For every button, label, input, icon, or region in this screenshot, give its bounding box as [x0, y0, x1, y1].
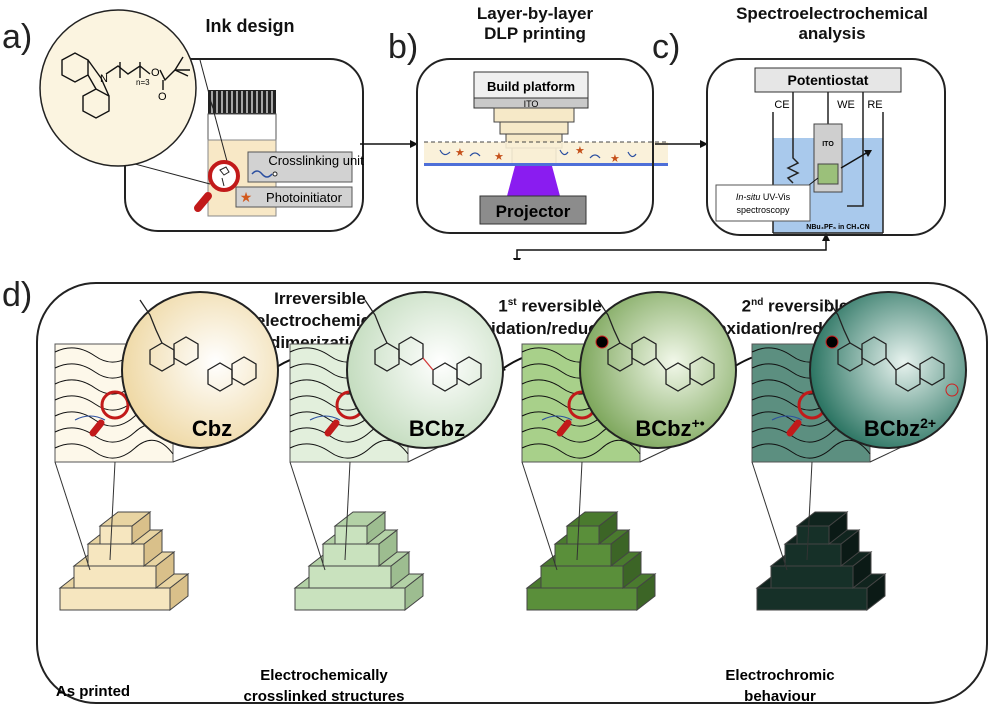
resin-photoinitiators: ★ ★ ★ ★ [455, 145, 620, 165]
panel-d-letter: d) [2, 276, 33, 314]
step-1-line1: Irreversible [274, 289, 366, 308]
crosslinking-label: Crosslinking unit [268, 153, 364, 168]
species-zoom-circle [579, 291, 737, 449]
panel-b-title-line2: DLP printing [484, 24, 586, 43]
panel-c-box [706, 58, 946, 236]
connector-c-d [516, 235, 827, 260]
caption-as-printed: As printed [56, 683, 130, 700]
panel-c-title-line2: analysis [798, 24, 866, 43]
monomer-zoom-circle: N n=3 O O [39, 9, 229, 185]
species-column-1: BCbz [289, 291, 504, 612]
species-zoom-circle [809, 291, 967, 449]
electrochemical-cell [715, 67, 902, 234]
caption-electrochromic-line1: Electrochromic [725, 667, 834, 684]
species-label: BCbz+• [635, 415, 704, 441]
crosslinking-unit-icon [251, 170, 273, 178]
panel-d-graphics: Cbz BCbz BCbz+• BCbz2+ As printed Electroch… [54, 291, 967, 705]
panel-a-letter: a) [2, 18, 33, 56]
panels-abc-graphics: N n=3 O O Crosslinking unit ★ Photoiniti… [39, 9, 902, 260]
electrolyte-label: NBu₄PF₆ in CH₃CN [806, 224, 869, 231]
molecule-structure [364, 299, 482, 392]
ito-label-c: ITO [822, 141, 834, 148]
positive-charge-icon [825, 335, 839, 349]
projector-label: Projector [496, 202, 571, 221]
panel-b-title: Layer-by-layer DLP printing [450, 4, 620, 44]
molecule-structure [597, 299, 715, 392]
caption-crosslinked-line2: crosslinked structures [244, 688, 405, 705]
printed-pyramid [755, 510, 887, 612]
step-1-line2: electrochemical [255, 311, 385, 330]
we-label: WE [837, 99, 855, 111]
panel-d-box [36, 282, 988, 704]
caption-crosslinked-line1: Electrochemically [260, 667, 388, 684]
potentiostat-label: Potentiostat [788, 72, 869, 88]
panel-c-title-line1: Spectroelectrochemical [736, 4, 928, 23]
panel-b-letter: b) [388, 28, 419, 66]
printed-pyramid [58, 510, 190, 612]
ito-label-b: ITO [524, 99, 539, 109]
species-column-0: Cbz [54, 291, 279, 612]
positive-charge-icon [595, 335, 609, 349]
positive-charge-icon [945, 383, 959, 397]
star-icon: ★ [240, 189, 253, 205]
step-2-line1: 1st reversible [498, 296, 602, 316]
panel-a-title: Ink design [205, 16, 295, 36]
magnifier-icon [194, 160, 240, 212]
species-zoom-circle [121, 291, 279, 449]
insitu-label-line2: spectroscopy [736, 205, 790, 215]
molecule-structure [139, 299, 257, 392]
svg-text:O: O [158, 91, 167, 103]
svg-text:O: O [151, 67, 160, 79]
photoinitiator-label: Photoinitiator [266, 190, 343, 205]
printed-pyramid [525, 510, 657, 612]
svg-text:★: ★ [494, 151, 504, 163]
monomer-subscript: n=3 [136, 78, 150, 87]
species-label: BCbz [409, 416, 465, 441]
re-label: RE [867, 99, 882, 111]
ce-label: CE [774, 99, 789, 111]
svg-text:★: ★ [575, 145, 585, 157]
dlp-printer [424, 71, 668, 225]
panel-b-title-line1: Layer-by-layer [476, 4, 594, 23]
magnifier-icon [89, 390, 130, 437]
resin-crosslinkers [439, 149, 637, 159]
build-platform-label: Build platform [487, 79, 575, 94]
panel-b-box [416, 58, 654, 234]
svg-text:★: ★ [610, 153, 620, 165]
svg-text:N: N [100, 73, 108, 85]
panel-c-title: Spectroelectrochemical analysis [712, 4, 952, 44]
panel-c-letter: c) [652, 28, 681, 66]
svg-text:★: ★ [455, 147, 465, 159]
molecule-structure [827, 299, 945, 392]
insitu-label-line1: In-situ UV-Vis [736, 192, 791, 202]
printed-pyramid [293, 510, 425, 612]
caption-electrochromic-line2: behaviour [744, 688, 816, 705]
photoinitiator-legend [235, 186, 353, 208]
species-zoom-circle [346, 291, 504, 449]
species-column-2: BCbz+• [521, 291, 737, 612]
species-label: Cbz [192, 416, 232, 441]
species-column-3: BCbz2+ [751, 291, 967, 612]
